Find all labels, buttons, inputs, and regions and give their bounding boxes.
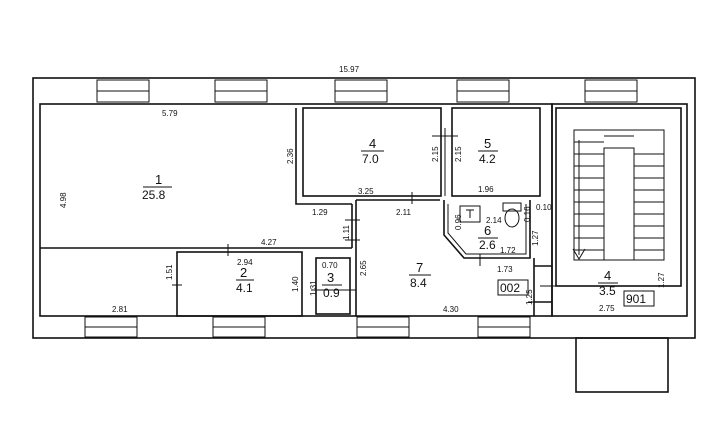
room-6-area: 2.6 [479,238,496,252]
dim-label: 2.14 [486,216,502,225]
outer-walls [32,77,696,339]
room-2-number: 2 [240,265,247,280]
room-3-area: 0.9 [323,286,340,300]
bathroom-fixtures [459,202,522,228]
dim-label: 5.79 [162,109,178,118]
room-7-number: 7 [416,260,423,275]
dim-label: 3.25 [358,187,374,196]
room-3-number: 3 [327,270,334,285]
dim-label: 1.27 [657,272,666,288]
dim-label: 2.15 [431,146,440,162]
dim-label: 2.11 [396,208,412,217]
tag-box-left [497,279,529,296]
room-2-area: 4.1 [236,281,253,295]
windows-top [96,79,638,103]
room-stair-area: 3.5 [599,284,616,298]
room-5-area: 4.2 [479,152,496,166]
interior-walls [40,107,682,317]
dim-label: 1.96 [478,185,494,194]
room-5-number: 5 [484,136,491,151]
dim-label: 1.40 [291,276,300,292]
dim-label: 2.36 [286,148,295,164]
dim-label: 1.27 [531,230,540,246]
room-1-area: 25.8 [142,188,166,202]
dim-label: 2.94 [237,258,253,267]
staircase [572,129,665,261]
tag-right: 901 [626,292,646,306]
room-stair-number: 4 [604,268,611,283]
door-marks [172,128,562,303]
dim-label: 2.75 [599,304,615,313]
dim-label: 2.81 [112,305,128,314]
dim-label: 4.27 [261,238,277,247]
dim-label: 1.11 [342,224,351,240]
room-1-number: 1 [155,172,162,187]
dim-label: 0.70 [322,261,338,270]
dim-label: 0.10 [536,203,552,212]
room-6-number: 6 [484,223,491,238]
dim-label: 1.73 [497,265,513,274]
dim-label: 4.98 [59,192,68,208]
overall-width-label: 15.97 [339,65,360,74]
dim-label: 2.15 [454,146,463,162]
tag-box-right [623,290,655,307]
dim-label: 1.72 [500,246,516,255]
windows-bottom [84,316,531,338]
tag-left: 002 [500,281,520,295]
dim-label: 0.96 [454,214,463,230]
dim-label: 1.25 [525,289,534,305]
dim-label: 0.16 [523,206,532,222]
dim-label: 1.31 [309,280,318,296]
room-7-area: 8.4 [410,276,427,290]
dimension-labels: 5.79 4.98 2.81 2.36 1.29 4.27 2.94 1.51 … [59,109,666,314]
room-4-number: 4 [369,136,376,151]
dim-label: 1.29 [312,208,328,217]
dim-label: 1.51 [165,264,174,280]
dim-label: 2.65 [359,260,368,276]
entrance-porch [575,337,669,393]
room-4-area: 7.0 [362,152,379,166]
dim-label: 4.30 [443,305,459,314]
room-labels: 1 25.8 2 4.1 3 0.9 4 7.0 5 4.2 6 2.6 7 8… [142,136,618,300]
